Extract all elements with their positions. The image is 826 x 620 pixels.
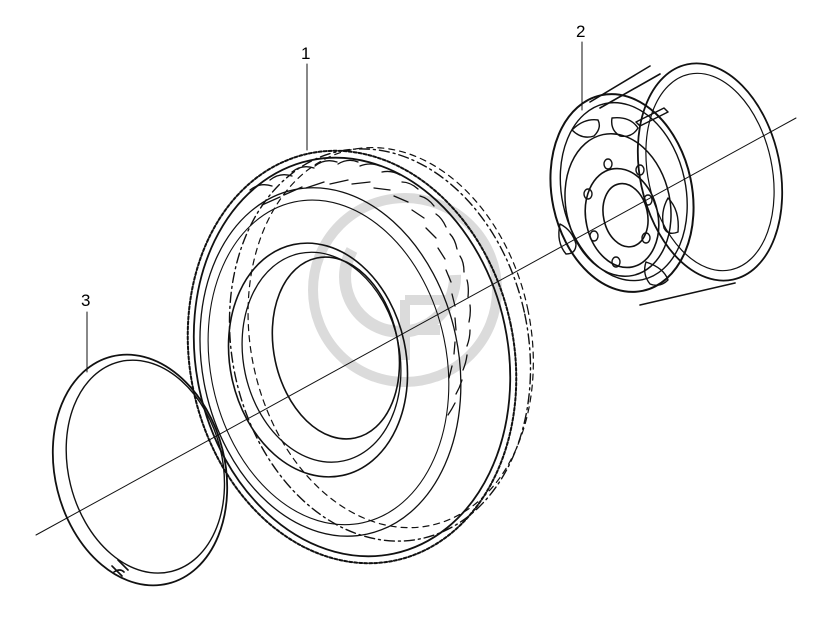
callout-label-3: 3 [81, 291, 90, 310]
callout-1: 1 [301, 44, 310, 151]
tire-bead-opening [227, 242, 409, 478]
tire-sidewall [199, 187, 462, 537]
lock-ring-split [111, 559, 129, 577]
lock-ring-inner-edge [65, 359, 226, 574]
rim-valve-stem [635, 107, 669, 127]
lock-ring-assembly [51, 353, 229, 587]
rim-bolt-holes [583, 158, 653, 268]
callout-2: 2 [576, 22, 585, 111]
wheel-rim-assembly [549, 62, 784, 306]
rim-back-flange [636, 62, 784, 282]
callout-3: 3 [81, 291, 90, 373]
callout-label-1: 1 [301, 44, 310, 63]
rim-disc [564, 132, 672, 278]
tire-tread-band [228, 146, 534, 542]
rim-front-flange [549, 93, 695, 293]
assembly-axis-line [35, 117, 797, 536]
tire-tread-lugs [249, 159, 471, 416]
tire-assembly [186, 146, 534, 565]
rim-vent-slots [558, 117, 679, 287]
watermark-logo [308, 193, 502, 387]
lock-ring-outer-edge [51, 353, 229, 587]
callout-label-2: 2 [576, 22, 585, 41]
tire-outer-tread [186, 149, 518, 565]
rim-hub-face [584, 167, 660, 269]
